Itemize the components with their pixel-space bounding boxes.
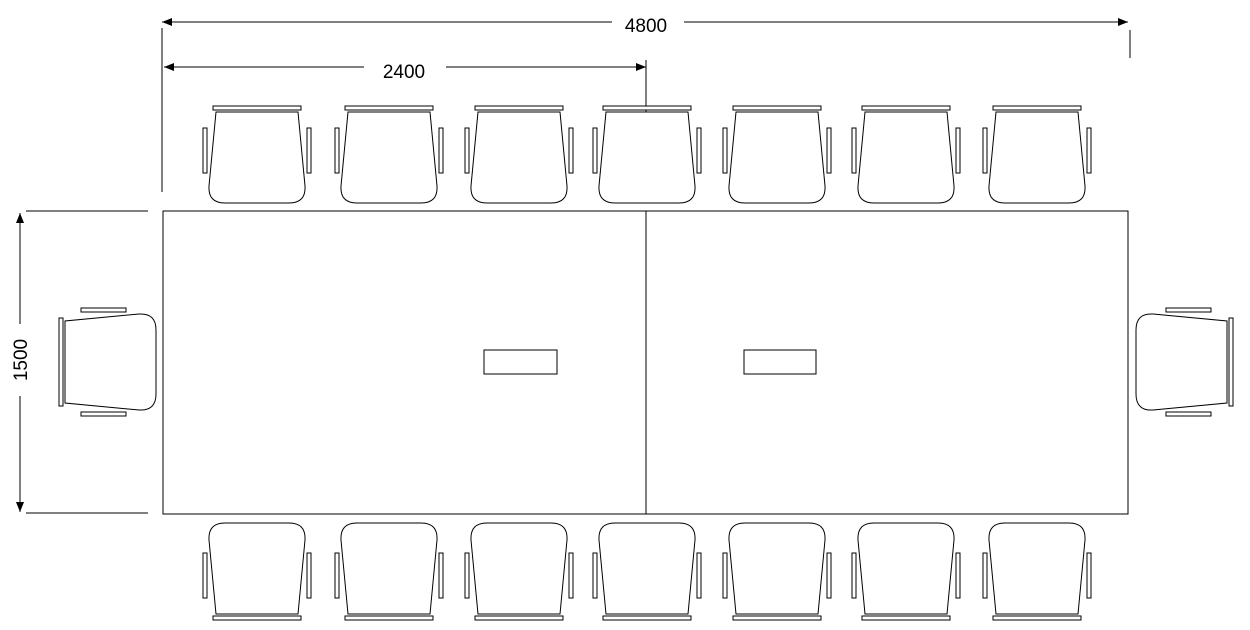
chair-top-2 — [334, 105, 444, 204]
power-outlet-right — [743, 349, 817, 375]
chair-bottom-7 — [982, 522, 1092, 621]
dimension-total-length: 4800 — [161, 16, 1131, 192]
chair-top-7 — [982, 105, 1092, 204]
table — [162, 210, 1129, 515]
dimension-width: 1500 — [11, 210, 148, 514]
chair-right — [1135, 307, 1234, 417]
chair-bottom-4 — [592, 522, 702, 621]
chair-left — [58, 307, 157, 417]
chair-bottom-1 — [202, 522, 312, 621]
chair-bottom-3 — [464, 522, 574, 621]
chair-top-6 — [851, 105, 961, 204]
chair-top-3 — [464, 105, 574, 204]
chair-top-5 — [722, 105, 832, 204]
dimension-label-1500: 1500 — [11, 339, 32, 381]
dimension-label-4800: 4800 — [625, 16, 667, 37]
power-outlet-left — [483, 349, 558, 375]
dimension-label-2400: 2400 — [383, 62, 425, 83]
chair-bottom-2 — [334, 522, 444, 621]
chair-bottom-6 — [851, 522, 961, 621]
chair-top-4 — [592, 105, 702, 204]
chair-top-1 — [202, 105, 312, 204]
chair-bottom-5 — [722, 522, 832, 621]
